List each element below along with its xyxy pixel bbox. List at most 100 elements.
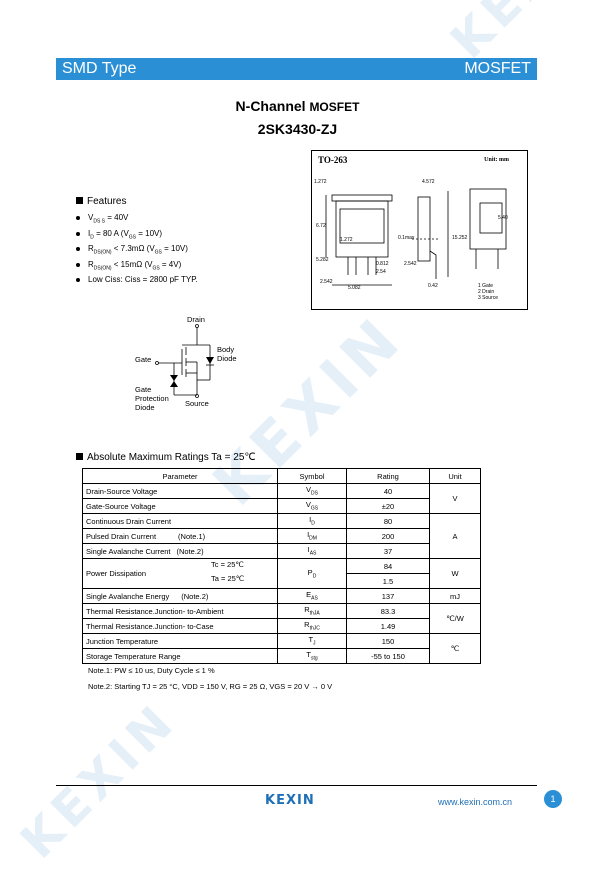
unit-cell: W: [429, 558, 481, 589]
note-ref: (Note.1): [178, 531, 206, 541]
rating-cell: 80: [346, 513, 430, 529]
mosfet-symbol-svg: [155, 324, 214, 398]
pin-label: 3 Source: [478, 295, 499, 301]
symbol-cell: RthJA: [277, 603, 347, 619]
feature-item: Low Ciss: Ciss = 2800 pF TYP.: [76, 275, 198, 284]
symbol-cell: PD: [277, 558, 347, 589]
note-1: Note.1: PW ≤ 10 us, Duty Cycle ≤ 1 %: [88, 666, 215, 675]
feature-item: ID = 80 A (VGS = 10V): [76, 229, 162, 241]
pin-label: 2 Drain: [478, 289, 495, 295]
header-bar: SMD Type MOSFET: [56, 58, 537, 80]
table-row: Power Dissipation Tc = 25℃ Ta = 25℃ PD 8…: [82, 558, 481, 589]
table-row: Drain-Source Voltage VDS 40 V: [82, 483, 481, 514]
param-cell: Gate-Source Voltage: [82, 498, 278, 514]
drain-label: Drain: [187, 315, 205, 324]
symbol-cell: IAS: [277, 543, 347, 559]
body-diode-label: Body Diode: [217, 345, 237, 363]
unit-cell: ℃/W: [429, 603, 481, 634]
symbol-cell: Tstg: [277, 648, 347, 664]
symbol-cell: RthJC: [277, 618, 347, 634]
watermark-bottom-left: KEXIN: [10, 692, 188, 870]
unit-cell: A: [429, 513, 481, 559]
param-cell: Pulsed Drain Current(Note.1): [82, 528, 278, 544]
feature-item: RDS(ON) < 15mΩ (VGS = 4V): [76, 260, 181, 272]
condition-label: Tc = 25℃: [211, 560, 244, 569]
feature-item: RDS(ON) < 7.3mΩ (VGS = 10V): [76, 244, 188, 256]
dim-label: 0.1max: [398, 235, 415, 241]
dim-label: 1.272: [314, 179, 327, 185]
dim-label: 5.282: [316, 257, 329, 263]
rating-cell: 150: [346, 633, 430, 649]
table-row: Single Avalanche Energy(Note.2) EAS 137 …: [82, 588, 481, 604]
dim-label: 0.42: [428, 283, 438, 289]
source-label: Source: [185, 399, 209, 408]
param-cell: Continuous Drain Current: [82, 513, 278, 529]
gate-protection-label: Gate Protection Diode: [135, 385, 169, 412]
title-main: N-Channel: [235, 98, 306, 114]
ratings-heading: Absolute Maximum Ratings Ta = 25℃: [76, 452, 256, 463]
footer-rule: [56, 785, 537, 786]
rating-cell: 200: [346, 528, 430, 544]
header-category: MOSFET: [464, 60, 531, 77]
param-cell: Thermal Resistance.Junction- to-Ambient: [82, 603, 278, 619]
table-row: Pulsed Drain Current(Note.1) IDM 200: [82, 528, 481, 544]
pin-list: 1 Gate 2 Drain 3 Source: [478, 283, 498, 301]
symbol-cell: ID: [277, 513, 347, 529]
unit-cell: ℃: [429, 633, 481, 664]
column-header: Unit: [429, 468, 481, 484]
rating-cell: ±20: [346, 498, 430, 514]
table-row: Continuous Drain Current ID 80 A: [82, 513, 481, 559]
package-outline-svg: [325, 188, 507, 286]
column-header: Symbol: [277, 468, 347, 484]
package-name: TO-263: [318, 155, 348, 165]
param-cell: Single Avalanche Current(Note.2): [82, 543, 278, 559]
dim-label: 0.812: [376, 261, 389, 267]
param-cell: Power Dissipation Tc = 25℃ Ta = 25℃: [82, 558, 278, 589]
table-row: Thermal Resistance.Junction- to-Ambient …: [82, 603, 481, 634]
features-heading: Features: [76, 196, 126, 207]
dim-label: 5.40: [498, 215, 508, 221]
rating-cell: -55 to 150: [346, 648, 430, 664]
bullet-icon: [76, 277, 80, 282]
pin-label: 1 Gate: [478, 283, 494, 289]
condition-label: Ta = 25℃: [211, 574, 245, 583]
dim-label: 2.542: [404, 261, 417, 267]
column-header: Rating: [346, 468, 430, 484]
kexin-logo: KEXIN: [265, 793, 315, 808]
table-header-row: Parameter Symbol Rating Unit: [82, 468, 481, 484]
dim-label: 15.252: [452, 235, 468, 241]
bullet-icon: [76, 215, 80, 220]
symbol-cell: EAS: [277, 588, 347, 604]
note-ref: (Note.2): [181, 591, 209, 601]
dim-label: 2.542: [320, 279, 333, 285]
dim-label: 6.72: [316, 223, 326, 229]
table-row: Junction Temperature TJ 150 ℃: [82, 633, 481, 664]
rating-cell: 1.5: [346, 573, 430, 589]
feature-item: VDS S = 40V: [76, 213, 128, 225]
symbol-cell: IDM: [277, 528, 347, 544]
param-cell: Storage Temperature Range: [82, 648, 278, 664]
bullet-icon: [76, 231, 80, 236]
dim-label: 2.54: [376, 269, 386, 275]
table-row: Single Avalanche Current(Note.2) IAS 37: [82, 543, 481, 559]
dim-label: 5.082: [348, 285, 361, 291]
symbol-cell: VGS: [277, 498, 347, 514]
rating-cell: 1.49: [346, 618, 430, 634]
package-unit: Unit: mm: [484, 157, 509, 163]
website-link[interactable]: www.kexin.com.cn: [438, 797, 513, 807]
dim-label: 1.272: [340, 237, 353, 243]
rating-cell: 40: [346, 483, 430, 499]
bullet-icon: [76, 246, 80, 251]
param-cell: Thermal Resistance.Junction- to-Case: [82, 618, 278, 634]
symbol-cell: TJ: [277, 633, 347, 649]
note-ref: (Note.2): [176, 546, 204, 556]
note-2: Note.2: Starting TJ = 25 °C, VDD = 150 V…: [88, 682, 333, 691]
dim-label: 4.572: [422, 179, 435, 185]
table-row: Thermal Resistance.Junction- to-Case Rth…: [82, 618, 481, 634]
ratings-table: Parameter Symbol Rating Unit Drain-Sourc…: [82, 468, 481, 664]
title-line: N-Channel MOSFET: [0, 98, 595, 114]
gate-label: Gate: [135, 355, 152, 364]
rating-cell: 83.3: [346, 603, 430, 619]
square-bullet-icon: [76, 453, 83, 460]
mosfet-symbol: Drain Gate Body Diode Gate Protection Di…: [130, 315, 250, 415]
